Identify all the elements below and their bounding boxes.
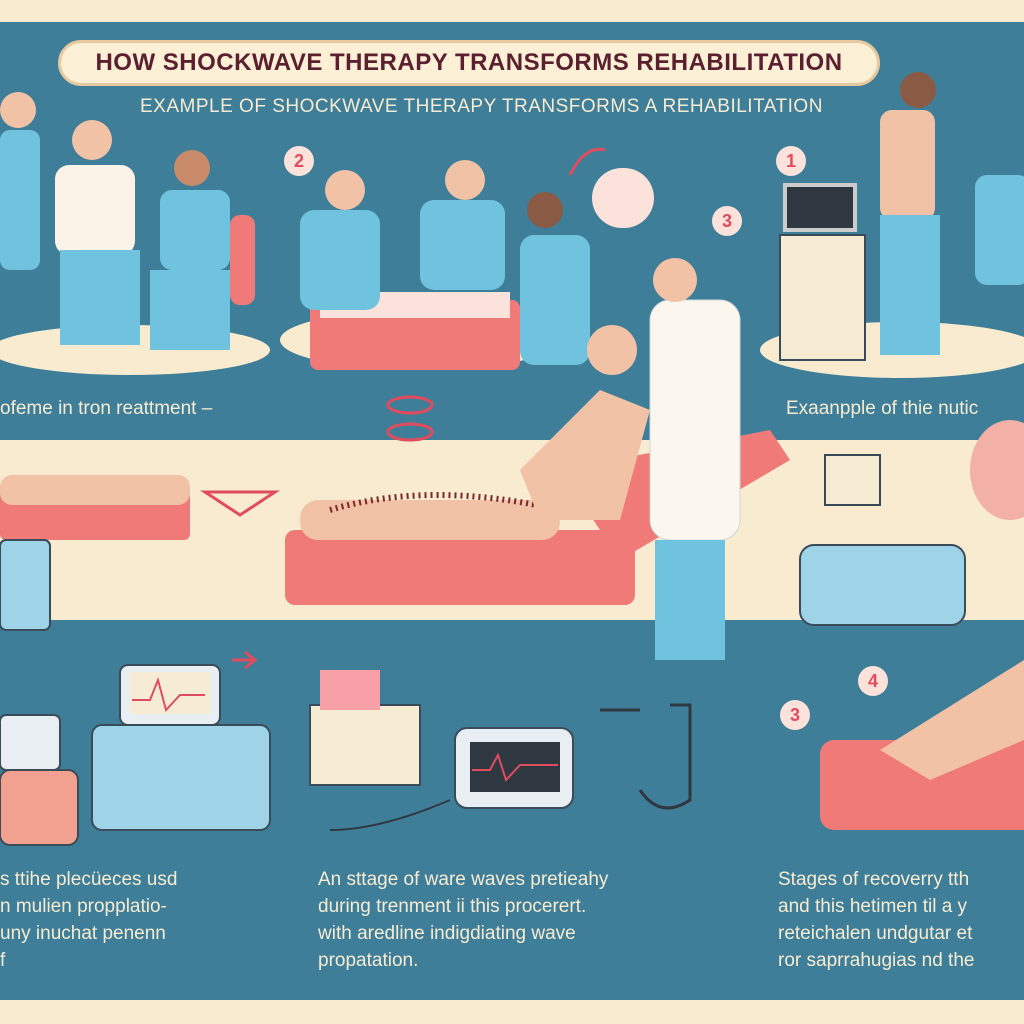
text-line: during trenment ii this procerert. — [318, 896, 587, 917]
recovery-legs — [880, 660, 1024, 780]
wave-ring — [386, 422, 434, 442]
text-line: Stages of recoverry tth — [778, 869, 970, 890]
supply-box — [309, 704, 421, 786]
pink-device — [0, 769, 79, 846]
wave-ring — [386, 395, 434, 415]
text-line: n mulien propplatio- — [0, 896, 167, 917]
hand-icon-box — [592, 168, 654, 228]
caption-right: Exaanpple of thie nutic — [786, 398, 979, 419]
nurse-figure — [0, 92, 40, 270]
text-line: An sttage of ware waves pretieahy — [318, 869, 609, 890]
shoulder-closeup — [970, 420, 1024, 520]
text-line: ror saprrahugias nd the — [778, 950, 975, 971]
text-line: reteichalen undgutar et — [778, 923, 973, 944]
step-number: 3 — [712, 206, 742, 236]
recovery-mat — [820, 740, 1024, 830]
monitor-screen — [783, 183, 857, 232]
step-number: 4 — [858, 666, 888, 696]
subtitle: Example of shockwave therapy transforms … — [140, 96, 823, 117]
step-number: 2 — [284, 146, 314, 176]
doctor-figure — [649, 299, 741, 541]
text-line: propatation. — [318, 950, 419, 971]
main-treatment-bed — [285, 530, 635, 605]
ultrasound-console — [91, 724, 271, 831]
text-line: uny inuchat penenn — [0, 923, 166, 944]
patient-figure — [55, 120, 140, 345]
step-number: 1 — [776, 146, 806, 176]
text-line: s ttihe plecüeces usd — [0, 869, 178, 890]
clinician-figures — [300, 160, 590, 365]
right-monitor — [824, 454, 881, 506]
text-line: f — [0, 950, 6, 971]
left-device — [0, 539, 51, 631]
cable — [329, 799, 451, 831]
reclining-patient — [520, 390, 650, 520]
text-line: and this hetimen til a y — [778, 896, 968, 917]
therapist-figure — [975, 175, 1024, 285]
zigzag-arrow-icon — [199, 490, 281, 517]
step-number: 3 — [780, 700, 810, 730]
bottom-text-center: An sttage of ware waves pretieahy during… — [318, 866, 608, 974]
text-line: with aredline indigdiating wave — [318, 923, 576, 944]
small-monitor — [0, 714, 61, 771]
right-device-cart — [799, 544, 966, 626]
bottom-text-left: s ttihe plecüeces usd n mulien propplati… — [0, 866, 177, 974]
caption-left: ofeme in tron reattment – — [0, 398, 213, 419]
page-title: How Shockwave Therapy Transforms Rehabil… — [58, 40, 880, 86]
curved-arrow-icon — [568, 147, 606, 176]
seated-nurse-figure — [150, 150, 255, 350]
applicator-cable — [600, 703, 692, 810]
arrow-icon — [232, 650, 258, 670]
bottom-text-right: Stages of recoverry tth and this hetimen… — [778, 866, 974, 974]
shockwave-lines — [329, 492, 561, 513]
monitor-cart — [779, 234, 866, 361]
standing-patient — [880, 110, 935, 220]
